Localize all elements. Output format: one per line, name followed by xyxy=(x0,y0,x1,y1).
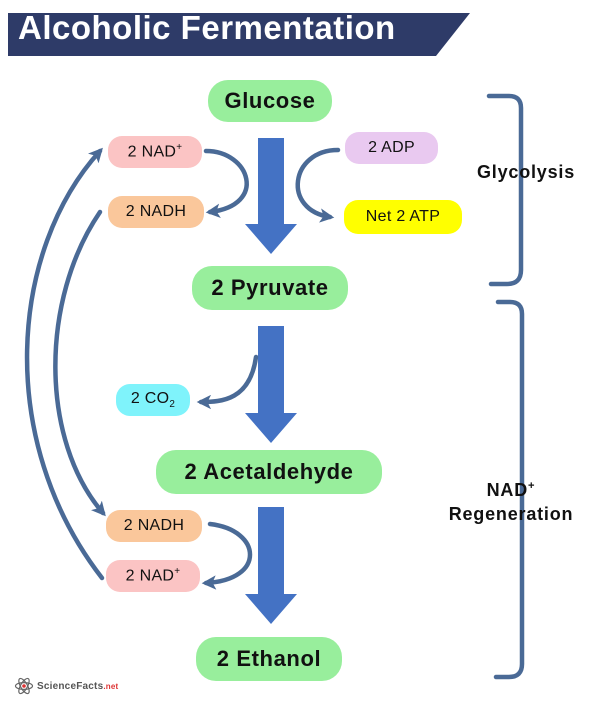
nad-plus-bottom-label: 2 NAD+ xyxy=(125,566,181,585)
co2-label: 2 CO2 xyxy=(130,389,176,411)
ethanol-pill: 2 Ethanol xyxy=(196,637,342,681)
nad-plus-top-label: 2 NAD+ xyxy=(127,142,183,161)
acetaldehyde-pill: 2 Acetaldehyde xyxy=(156,450,382,494)
nad-plus-bottom-pill: 2 NAD+ xyxy=(106,560,200,592)
pyruvate-pill: 2 Pyruvate xyxy=(192,266,348,310)
arrow-pyruvate-to-acetaldehyde xyxy=(245,326,297,443)
arrow-glucose-to-pyruvate xyxy=(245,138,297,254)
nad-regeneration-label: NAD+ Regeneration xyxy=(426,474,596,526)
brace-nad-regeneration xyxy=(493,299,525,680)
glycolysis-label: Glycolysis xyxy=(476,162,576,182)
glucose-pill: Glucose xyxy=(208,80,332,122)
sciencefacts-logo: ScienceFacts.net xyxy=(14,676,118,696)
ethanol-label: 2 Ethanol xyxy=(216,646,322,671)
glucose-label: Glucose xyxy=(224,88,316,113)
adp-label: 2 ADP xyxy=(368,139,415,156)
nad-regeneration-line2: Regeneration xyxy=(448,504,574,524)
nadh-top-pill: 2 NADH xyxy=(108,196,204,228)
atp-pill: Net 2 ATP xyxy=(344,200,462,234)
curve-adp-to-atp xyxy=(295,147,341,223)
nadh-top-label: 2 NADH xyxy=(125,203,187,220)
curve-nad-to-nadh-top xyxy=(203,148,249,218)
atom-icon xyxy=(14,677,34,695)
nad-regeneration-line1: NAD+ xyxy=(486,480,536,500)
arrow-acetaldehyde-to-ethanol xyxy=(245,507,297,624)
atp-label: Net 2 ATP xyxy=(365,208,441,225)
acetaldehyde-label: 2 Acetaldehyde xyxy=(184,459,354,484)
curve-nadh-to-nad-bottom xyxy=(201,521,253,590)
curve-nad-return xyxy=(24,147,105,581)
co2-pill: 2 CO2 xyxy=(116,384,190,416)
curve-nadh-transfer xyxy=(53,209,106,517)
logo-text: ScienceFacts.net xyxy=(37,680,119,692)
brace-glycolysis xyxy=(486,93,524,287)
title-banner xyxy=(8,13,470,56)
curve-co2-release xyxy=(196,354,259,410)
nad-plus-top-pill: 2 NAD+ xyxy=(108,136,202,168)
adp-pill: 2 ADP xyxy=(345,132,438,164)
nadh-bottom-label: 2 NADH xyxy=(123,517,185,534)
page-title: Alcoholic Fermentation xyxy=(18,9,396,46)
nadh-bottom-pill: 2 NADH xyxy=(106,510,202,542)
pyruvate-label: 2 Pyruvate xyxy=(211,275,329,300)
